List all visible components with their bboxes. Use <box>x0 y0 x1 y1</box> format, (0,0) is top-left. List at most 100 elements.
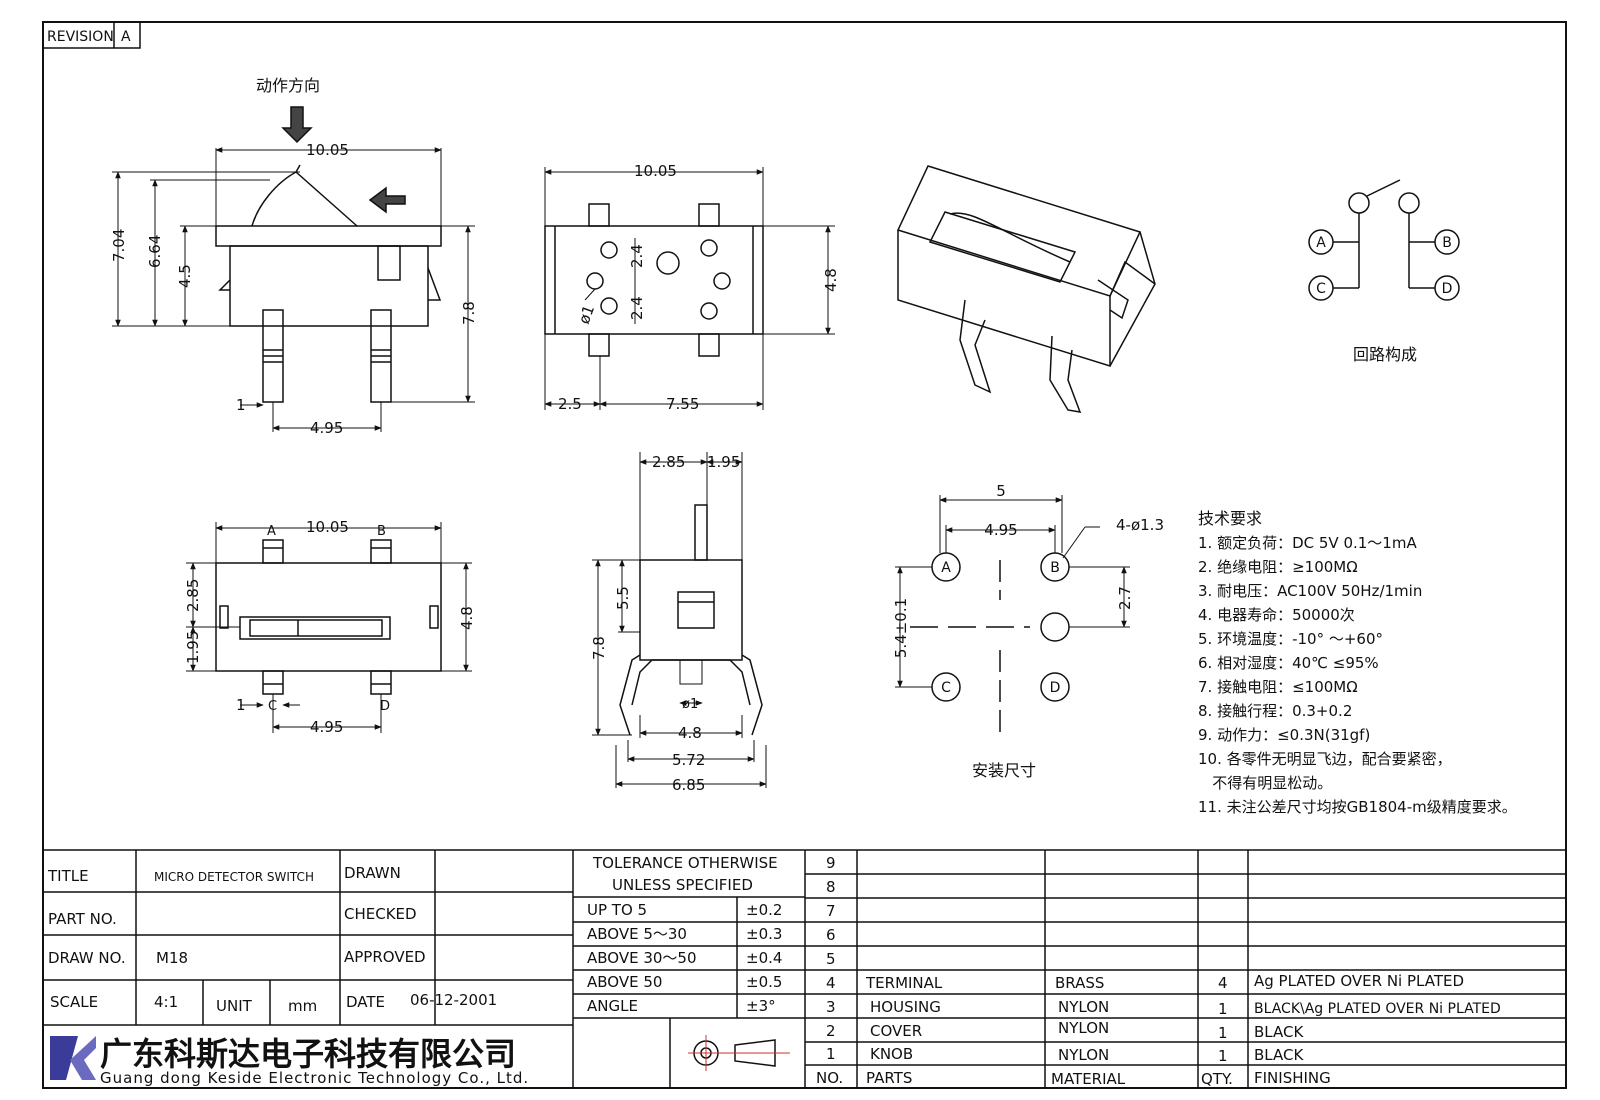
requirement-item: 8. 接触行程：0.3+0.2 <box>1198 702 1352 720</box>
bom-no: 9 <box>826 854 836 872</box>
requirement-item: 11. 未注公差尺寸均按GB1804-m级精度要求。 <box>1198 798 1517 816</box>
end-dim-b: 1.95 <box>707 453 740 471</box>
mount-pad-c: C <box>941 680 951 696</box>
bom-no: 3 <box>826 998 836 1016</box>
bom-material: NYLON <box>1058 1046 1109 1064</box>
bom-no: 1 <box>826 1045 836 1063</box>
side-dim-pitch: 4.95 <box>310 419 343 437</box>
bottom-dim-v1: 2.4 <box>628 244 646 268</box>
bom-material: NYLON <box>1058 998 1109 1016</box>
mount-dim-holes: 4-ø1.3 <box>1116 516 1164 534</box>
mount-footprint <box>895 495 1130 740</box>
title-label: TITLE <box>47 867 89 885</box>
tolerance-value: ±0.2 <box>746 901 782 919</box>
requirement-item: 6. 相对湿度：40℃ ≤95% <box>1198 654 1379 672</box>
requirement-item: 2. 绝缘电阻：≥100MΩ <box>1198 558 1358 576</box>
requirement-item: 不得有明显松动。 <box>1198 774 1332 792</box>
top-dim-v1: 2.85 <box>184 579 202 612</box>
tolerance-range: UP TO 5 <box>587 901 647 919</box>
side-dim-h2: 6.64 <box>146 235 164 268</box>
tolerance-header-2: UNLESS SPECIFIED <box>612 876 753 894</box>
bom-row-cover: 2 COVER NYLON 1 BLACK <box>826 1019 1304 1042</box>
tolerance-header-1: TOLERANCE OTHERWISE <box>592 854 778 872</box>
circuit-caption: 回路构成 <box>1353 345 1417 364</box>
isometric-view <box>896 165 1156 413</box>
tolerance-range: ABOVE 5～30 <box>587 925 687 943</box>
scale-label: SCALE <box>50 993 98 1011</box>
tolerance-table: TOLERANCE OTHERWISE UNLESS SPECIFIED UP … <box>587 854 782 1015</box>
checked-label: CHECKED <box>344 905 417 923</box>
bom-no: 5 <box>826 950 836 968</box>
mount-pad-a: A <box>941 560 951 576</box>
action-direction-label: 动作方向 <box>256 76 320 95</box>
bom-header-no: NO. <box>816 1069 843 1087</box>
mount-dim-5: 5 <box>996 482 1006 500</box>
draw-no-label: DRAW NO. <box>48 949 126 967</box>
top-dim-pitch: 4.95 <box>310 718 343 736</box>
tolerance-value: ±0.5 <box>746 973 782 991</box>
bom-finishing: BLACK\Ag PLATED OVER Ni PLATED <box>1254 1001 1501 1017</box>
tolerance-value: ±3° <box>746 997 776 1015</box>
title-block-text: TITLE MICRO DETECTOR SWITCH PART NO. DRA… <box>47 864 497 1015</box>
top-dim-v2: 1.95 <box>184 631 202 664</box>
revision-box: REVISION A <box>42 21 141 49</box>
bom-qty: 1 <box>1218 1047 1228 1065</box>
bom-header: NO. PARTS MATERIAL QTY. FINISHING <box>816 1069 1331 1088</box>
date-value: 06-12-2001 <box>410 991 497 1009</box>
bom-part: COVER <box>870 1022 922 1040</box>
end-dim-h2: 5.5 <box>614 586 632 610</box>
requirement-item: 3. 耐电压：AC100V 50Hz/1min <box>1198 582 1422 600</box>
bottom-dim-hole: ø1 <box>575 303 598 327</box>
date-label: DATE <box>346 993 385 1011</box>
top-dim-pin: 1 <box>236 696 246 714</box>
end-dim-h1: 7.8 <box>590 636 608 660</box>
circuit-diagram <box>1308 179 1460 301</box>
bottom-dim-v2: 2.4 <box>628 296 646 320</box>
circuit-c: C <box>1316 281 1326 297</box>
mount-dim-27: 2.7 <box>1116 586 1134 610</box>
side-dim-pin: 1 <box>236 396 246 414</box>
tolerance-range: ABOVE 30～50 <box>587 949 697 967</box>
circuit-b: B <box>1442 235 1452 251</box>
requirement-item: 9. 动作力：≤0.3N(31gf) <box>1198 726 1370 744</box>
bom-row-terminal: 4 TERMINAL BRASS 4 Ag PLATED OVER Ni PLA… <box>826 972 1464 992</box>
bottom-dim-left: 2.5 <box>558 395 582 413</box>
drawn-label: DRAWN <box>344 864 401 882</box>
draw-no-value: M18 <box>156 949 188 967</box>
bom-no: 6 <box>826 926 836 944</box>
top-label-b: B <box>377 524 386 539</box>
unit-label: UNIT <box>216 997 253 1015</box>
end-dim-w1: 4.8 <box>678 724 702 742</box>
top-label-c: C <box>268 699 277 714</box>
technical-requirements: 技术要求 1. 额定负荷：DC 5V 0.1～1mA 2. 绝缘电阻：≥100M… <box>1198 509 1517 816</box>
bottom-dim-width: 10.05 <box>634 162 677 180</box>
top-label-a: A <box>267 524 276 539</box>
end-dim-w2: 5.72 <box>672 751 705 769</box>
bom-qty: 4 <box>1218 974 1228 992</box>
bom-header-parts: PARTS <box>866 1069 912 1087</box>
requirement-item: 1. 额定负荷：DC 5V 0.1～1mA <box>1198 534 1417 552</box>
end-dim-a: 2.85 <box>652 453 685 471</box>
bom-finishing: BLACK <box>1254 1023 1304 1041</box>
side-view-dims: 10.05 7.04 6.64 4.5 7.8 1 4.95 <box>110 141 478 437</box>
unit-value: mm <box>288 997 317 1015</box>
title-block <box>43 849 1566 1088</box>
mount-caption: 安装尺寸 <box>972 761 1036 780</box>
requirements-title: 技术要求 <box>1198 509 1262 528</box>
bom-part: KNOB <box>870 1045 913 1063</box>
bom-qty: 1 <box>1218 1024 1228 1042</box>
side-dim-width: 10.05 <box>306 141 349 159</box>
top-view <box>186 522 472 733</box>
bom-finishing: Ag PLATED OVER Ni PLATED <box>1254 972 1464 990</box>
bom-material: BRASS <box>1055 974 1104 992</box>
top-label-d: D <box>380 699 390 714</box>
bom-header-material: MATERIAL <box>1051 1070 1126 1088</box>
bom-part: TERMINAL <box>865 974 943 992</box>
top-dim-right: 4.8 <box>458 606 476 630</box>
bom-finishing: BLACK <box>1254 1046 1304 1064</box>
side-view: 动作方向 <box>112 76 475 432</box>
bom-row-housing: 3 HOUSING NYLON 1 BLACK\Ag PLATED OVER N… <box>826 998 1501 1018</box>
circuit-a: A <box>1316 235 1326 251</box>
bottom-view-dims: 10.05 4.8 2.4 2.4 ø1 2.5 7.55 <box>558 162 840 413</box>
